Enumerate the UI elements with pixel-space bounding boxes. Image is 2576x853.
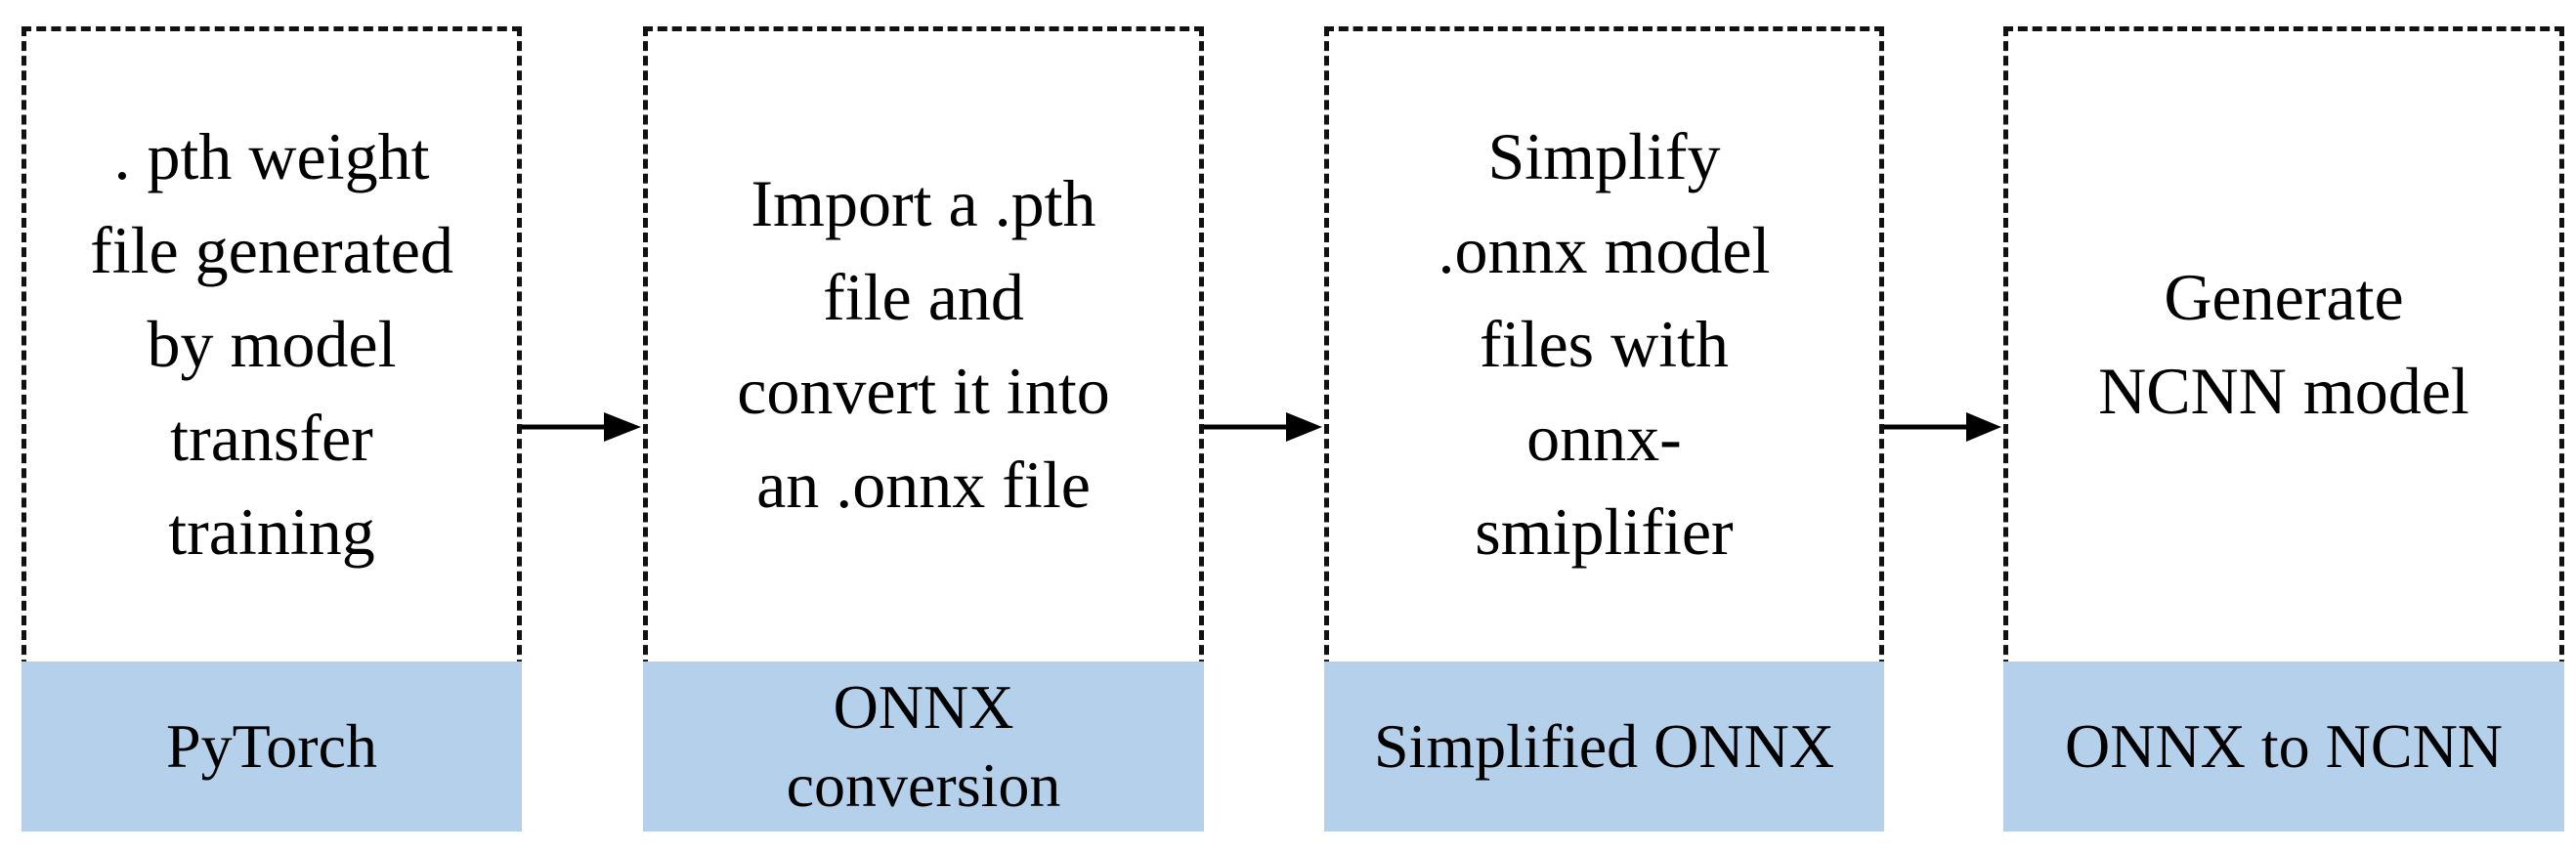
arrow-head <box>604 412 641 442</box>
stage-label: Simplified ONNX <box>1373 711 1835 781</box>
stage-label-band: PyTorch <box>21 661 522 832</box>
stage-label: ONNX to NCNN <box>2065 711 2503 781</box>
arrow-head <box>1286 412 1322 442</box>
stage-description: Import a .pth file and convert it into a… <box>737 166 1110 522</box>
stage-label-band: ONNX to NCNN <box>2003 661 2564 832</box>
stage-body: Import a .pth file and convert it into a… <box>648 31 1199 657</box>
stage-box-pytorch: . pth weight file generated by model tra… <box>21 26 522 832</box>
stage-body: . pth weight file generated by model tra… <box>26 31 517 657</box>
stage-label-band: ONNX conversion <box>643 661 1204 832</box>
stage-description: Generate NCNN model <box>2098 260 2469 428</box>
stage-label: PyTorch <box>166 711 377 781</box>
stage-description: . pth weight file generated by model tra… <box>90 119 453 569</box>
stage-box-simplified-onnx: Simplify .onnx model files with onnx- sm… <box>1324 26 1884 832</box>
stage-body: Generate NCNN model <box>2008 31 2559 657</box>
stage-box-onnx-conversion: Import a .pth file and convert it into a… <box>643 26 1204 832</box>
stage-description: Simplify .onnx model files with onnx- sm… <box>1438 119 1771 569</box>
arrow-head <box>1966 412 2001 442</box>
arrow-2-to-3 <box>1204 412 1322 442</box>
stage-box-onnx-to-ncnn: Generate NCNN model ONNX to NCNN <box>2003 26 2564 832</box>
arrow-1-to-2 <box>522 412 641 442</box>
stage-label: ONNX conversion <box>786 672 1061 820</box>
stage-body: Simplify .onnx model files with onnx- sm… <box>1329 31 1879 657</box>
arrow-3-to-4 <box>1884 412 2001 442</box>
stage-label-band: Simplified ONNX <box>1324 661 1884 832</box>
